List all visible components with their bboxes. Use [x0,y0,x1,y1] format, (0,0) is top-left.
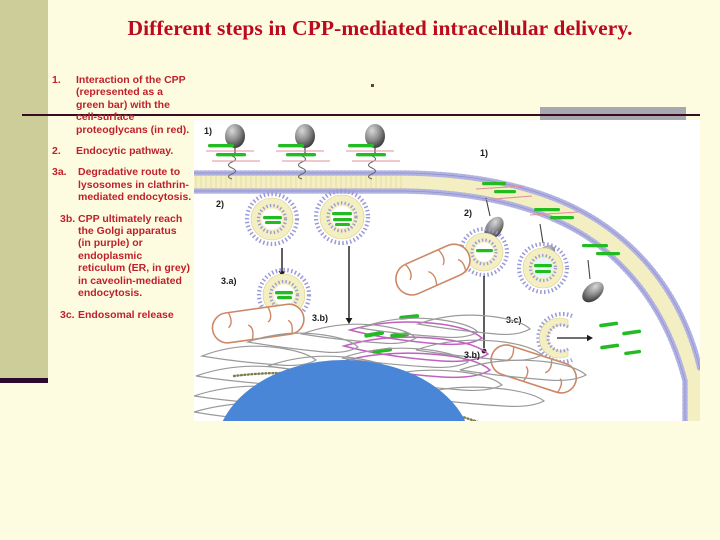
step-number: 3c. [60,308,75,321]
cell-diagram-panel: 1) [194,120,700,421]
diagram-label-step3c: 3.c) [506,315,522,325]
proteoglycan-chain [529,211,579,216]
diagram-label-step1-left: 1) [204,126,212,136]
nucleus [222,360,466,421]
cpp-green-bar [356,153,386,157]
cpp-green-bar [216,153,246,157]
list-item: 3b. CPP ultimately reach the Golgi appar… [52,213,192,300]
diagram-label-step2-left: 2) [216,199,224,209]
step-text: CPP ultimately reach the Golgi apparatus… [78,212,191,300]
diagram-label-step3b-right: 3.b) [464,350,480,360]
cpp-green-bar [582,244,608,248]
endocytic-vesicle [313,188,371,246]
list-item: 1. Interaction of the CPP (represented a… [52,74,192,136]
list-item: 3a. Degradative route to lysosomes in cl… [52,166,192,203]
receptor-head-icon [365,124,385,180]
decorative-left-band-edge [0,378,48,383]
proteoglycan-chain [481,195,533,201]
cpp-green-bar [596,252,620,256]
step-text: Interaction of the CPP (represented as a… [76,74,190,136]
decorative-left-band [0,0,48,382]
stray-dot-artifact [371,84,374,87]
step-number: 3a. [52,166,67,179]
step-text: Degradative route to lysosomes in clathr… [78,166,192,204]
step-number: 2. [52,145,61,158]
step-number: 1. [52,74,61,86]
cpp-green-bar [494,190,516,194]
cpp-green-bar [534,208,560,212]
pathway-arrow [481,276,487,354]
membrane-inner-leaflet [194,188,688,421]
endosomal-release-vesicle [536,311,642,365]
page-title-text: Different steps in CPP-mediated intracel… [127,16,628,40]
clathrin-receptor-group-left [206,124,400,180]
step-text: Endosomal release [78,308,174,321]
cpp-green-bar [348,144,374,148]
list-item: 2. Endocytic pathway. [52,145,192,157]
header-divider-rule [22,114,700,116]
proteoglycan-chain [475,185,525,190]
page-title-period: . [627,16,633,40]
diagram-label-step2-right: 2) [464,208,472,218]
step-text: Endocytic pathway. [76,145,174,158]
endocytic-vesicle [244,191,300,247]
cpp-green-bar [550,216,574,220]
pathway-arrow [278,248,286,277]
membrane-lipid-tails [195,175,402,189]
list-item: 3c. Endosomal release [52,309,192,321]
membrane-outer-leaflet [194,170,700,372]
diagram-label-step1-right: 1) [480,148,488,158]
step-number: 3b. [60,212,76,225]
page-title: Different steps in CPP-mediated intracel… [60,16,700,41]
cpp-green-bar [286,153,316,157]
cpp-green-bar [278,144,304,148]
cpp-green-bar [482,182,506,186]
steps-list: 1. Interaction of the CPP (represented a… [52,74,192,330]
pathway-arrow [345,246,353,324]
diagram-label-step3b-left: 3.b) [312,313,328,323]
mitochondrion [395,243,471,296]
cpp-green-bar [208,144,234,148]
diagram-label-step3a: 3.a) [221,276,237,286]
endocytic-vesicle [517,242,569,294]
